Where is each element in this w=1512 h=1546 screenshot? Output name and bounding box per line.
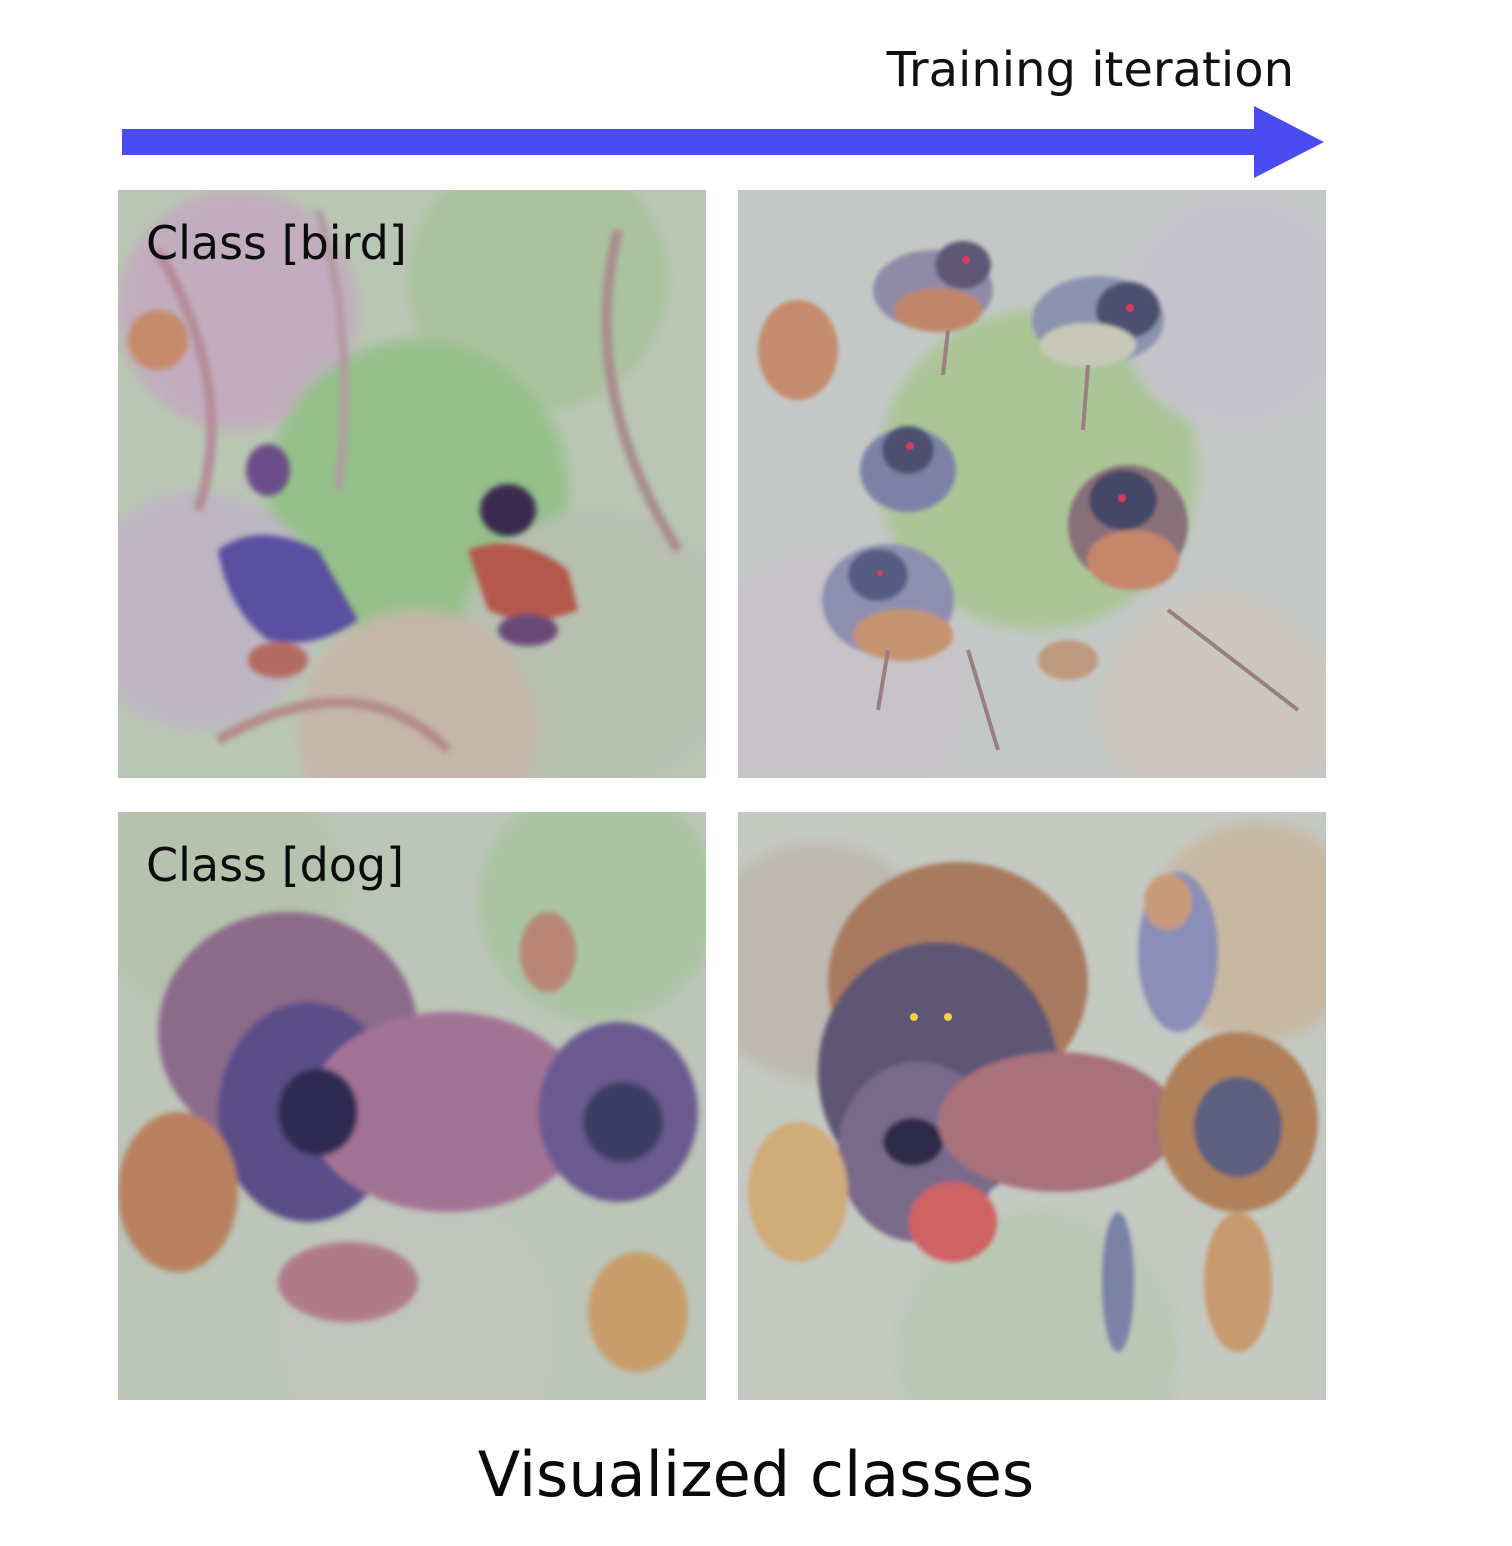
dog-late-visualization <box>738 812 1326 1400</box>
training-iteration-arrow <box>122 106 1324 178</box>
bird-early-visualization: Class [bird] <box>118 190 706 778</box>
training-iteration-label: Training iteration <box>886 42 1294 98</box>
bird-late-visualization <box>738 190 1326 778</box>
class-label-bird: Class [bird] <box>146 216 407 270</box>
dog-early-visualization: Class [dog] <box>118 812 706 1400</box>
figure-caption: Visualized classes <box>477 1438 1035 1511</box>
class-label-dog: Class [dog] <box>146 838 405 892</box>
